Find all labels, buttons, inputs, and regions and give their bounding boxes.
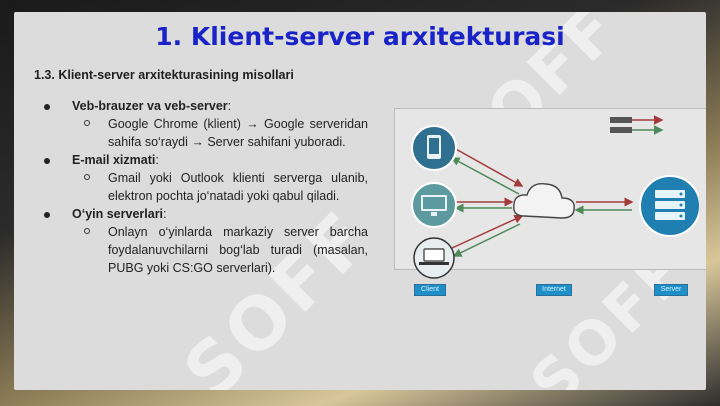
examples-list: Veb-brauzer va veb-server: Google Chrome… [38,97,368,277]
list-item: O‘yin serverlari: Onlayn o‘yinlarda mark… [38,205,368,277]
phone-icon [411,125,457,171]
laptop-icon [413,237,455,279]
circle-bullet-icon [84,120,90,126]
item-suffix: : [227,99,232,113]
slide-subtitle: 1.3. Klient-server arxitekturasining mis… [34,68,294,82]
item-title: O‘yin serverlari [72,207,164,221]
bullet-icon [44,212,50,218]
bullet-icon [44,104,50,110]
server-icon [639,175,699,237]
sub-item-text: Gmail yoki Outlook klienti serverga ulan… [108,171,368,203]
item-suffix: : [155,153,159,167]
sub-item: Onlayn o‘yinlarda markaziy server barcha… [72,223,368,277]
legend-label-request [610,117,632,123]
circle-bullet-icon [84,174,90,180]
client-server-diagram: Client Internet Server [384,108,706,308]
slide-title: 1. Klient-server arxitekturasi [155,22,565,51]
monitor-icon [411,182,457,228]
server-tag: Server [654,284,688,296]
client-tag: Client [414,284,446,296]
arrow-phone-request [453,147,524,187]
bullet-icon [44,158,50,164]
slide: SOFF SOFF SOFF 1. Klient-server arxitekt… [14,12,706,390]
list-item: E-mail xizmati: Gmail yoki Outlook klien… [38,151,368,205]
cloud-icon [513,183,575,219]
arrow-laptop-request [451,215,524,249]
item-title: E-mail xizmati [72,153,156,167]
sub-item-text: Onlayn o‘yinlarda markaziy server barcha… [108,225,368,275]
diagram-svg [411,115,699,279]
sub-item-text: Google Chrome (klient) → Google serverid… [108,117,368,149]
circle-bullet-icon [84,228,90,234]
item-suffix: : [163,207,167,221]
legend-label-response [610,127,632,133]
internet-tag: Internet [536,284,572,296]
item-title: Veb-brauzer va veb-server [72,99,228,113]
arrow-phone-response [450,157,520,195]
sub-item: Gmail yoki Outlook klienti serverga ulan… [72,169,368,205]
sub-item: Google Chrome (klient) → Google serverid… [72,115,368,151]
list-item: Veb-brauzer va veb-server: Google Chrome… [38,97,368,151]
arrow-laptop-response [452,223,521,257]
